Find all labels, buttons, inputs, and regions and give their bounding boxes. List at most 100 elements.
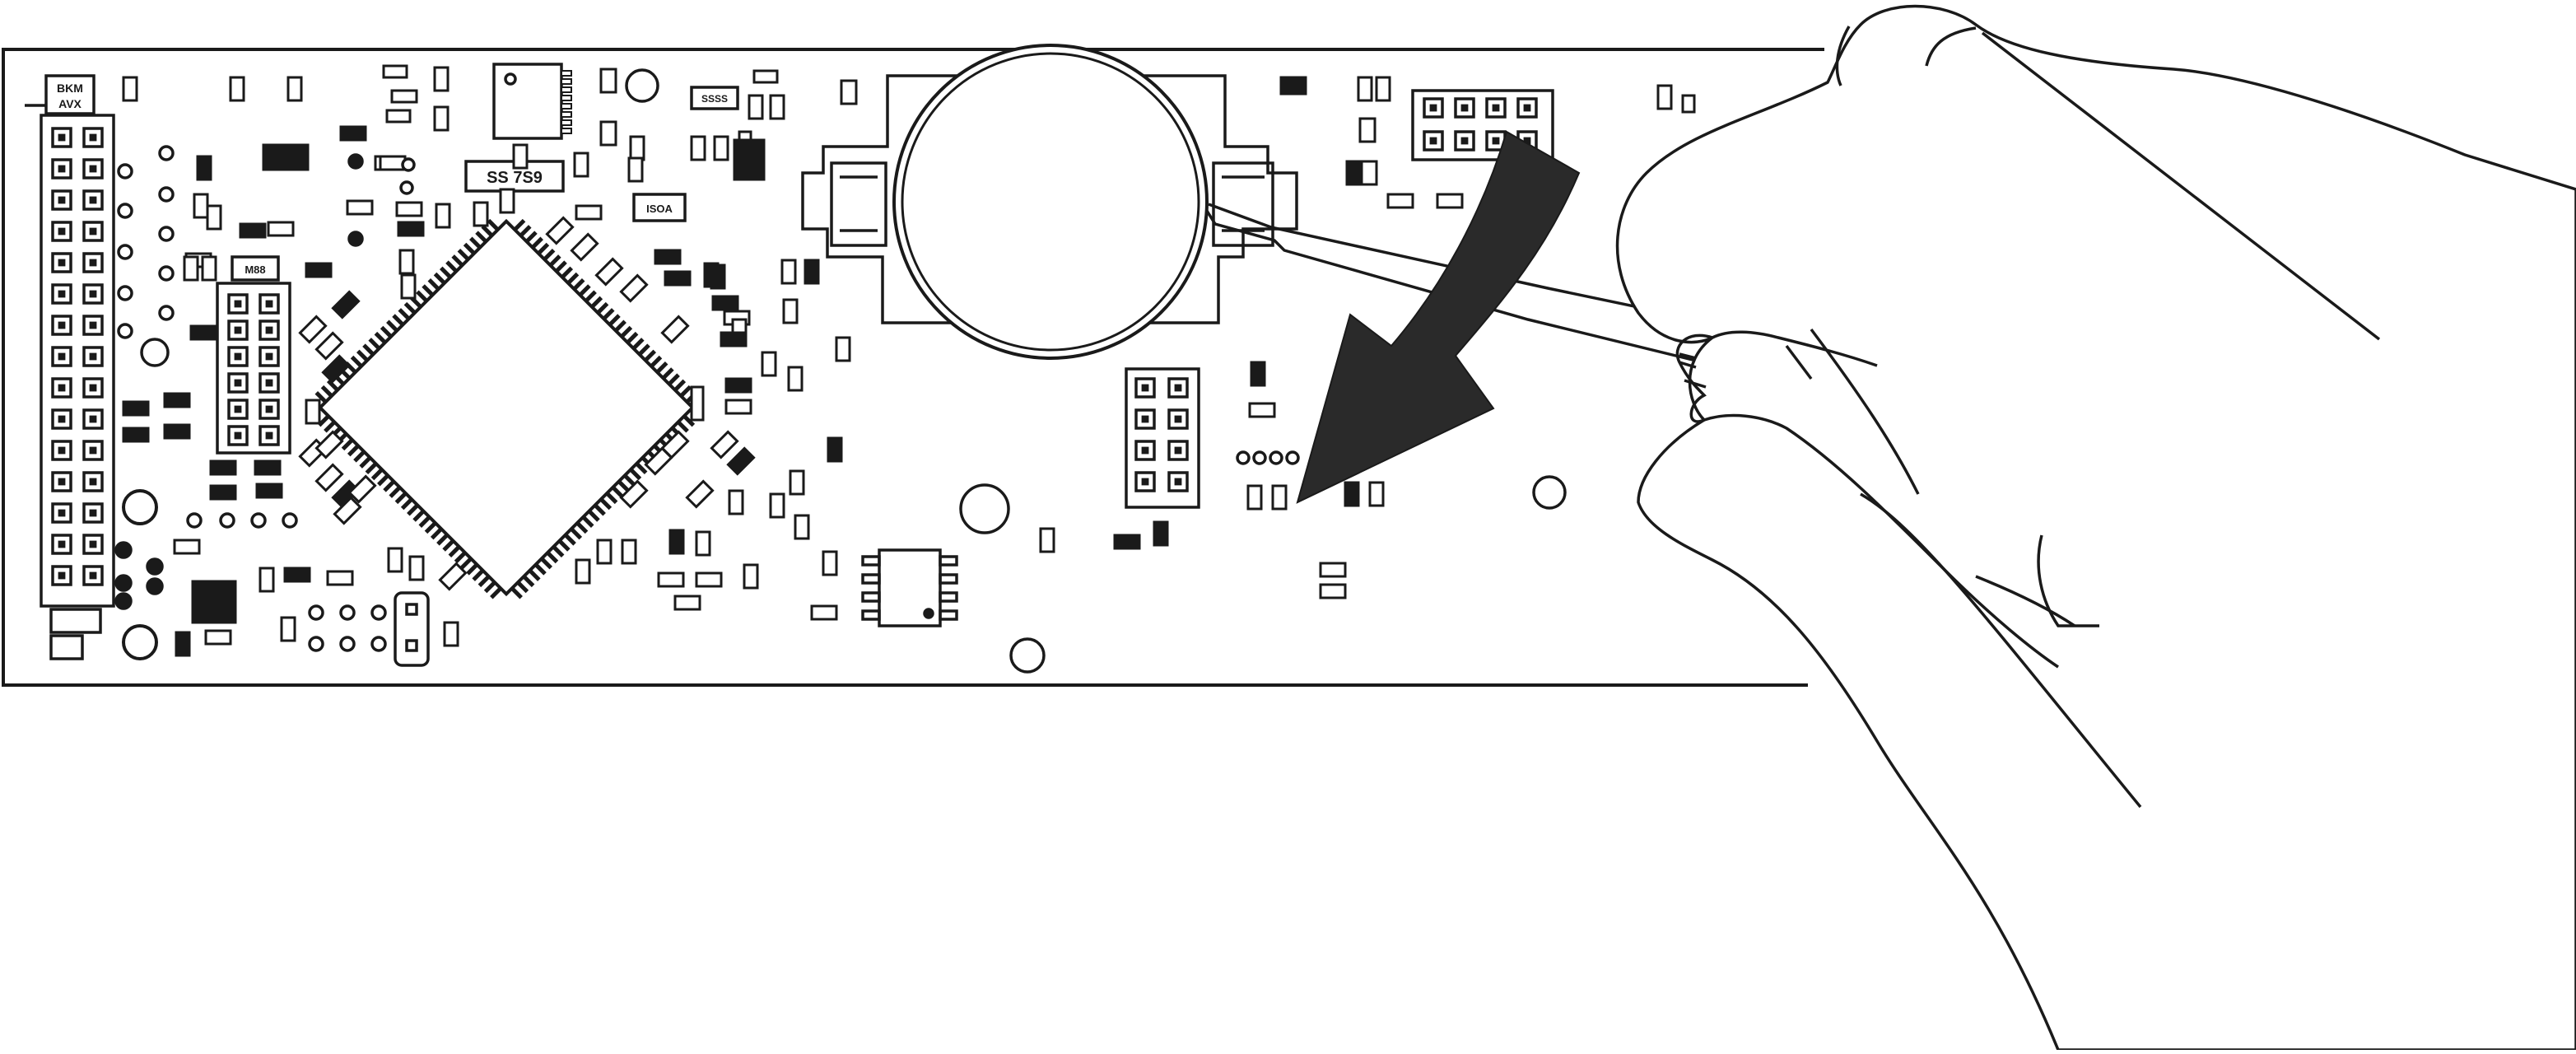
via-hole — [347, 231, 364, 247]
via-hole — [370, 604, 387, 621]
pin-center — [234, 352, 242, 361]
smd-part — [710, 264, 726, 290]
qfp-pin — [398, 308, 411, 320]
qfp-pin — [533, 562, 547, 576]
smd-part — [173, 539, 201, 555]
smd-part — [239, 222, 267, 239]
smd-part — [664, 270, 692, 287]
smd-part — [621, 539, 637, 565]
smd-part — [660, 315, 690, 344]
pin-center — [58, 196, 66, 204]
smd-part — [644, 446, 673, 476]
via-hole — [401, 157, 416, 172]
connector-label-bottom: AVX — [58, 97, 82, 110]
via-hole — [959, 483, 1010, 534]
qfp-pin — [631, 338, 645, 350]
smd-part — [1246, 484, 1263, 511]
smd-part — [443, 621, 459, 647]
smd-part — [599, 120, 617, 147]
smd-part — [314, 463, 344, 492]
smd-part — [789, 469, 805, 496]
qfp-pin — [454, 551, 467, 564]
via-hole — [339, 636, 356, 652]
qfp-pin — [353, 450, 366, 463]
via-hole — [158, 186, 175, 203]
smd-part — [321, 354, 351, 384]
qfp-pin — [320, 385, 333, 398]
smd-part — [267, 221, 295, 237]
smd-part — [804, 259, 820, 285]
smd-part — [209, 484, 237, 501]
pin-center — [58, 415, 66, 423]
qfp-pin — [475, 231, 488, 244]
qfp-pin — [587, 509, 600, 522]
smd-part — [189, 324, 217, 341]
qfp-pin — [617, 479, 630, 492]
pin-center — [89, 446, 97, 455]
smd-part — [326, 570, 354, 586]
qfp-pin — [383, 479, 396, 492]
smd-part — [711, 295, 739, 311]
smd-part — [743, 563, 759, 590]
smd-part — [305, 399, 321, 425]
qfp-pin — [513, 218, 526, 231]
smd-part — [596, 539, 613, 565]
qfp-pin — [394, 492, 408, 505]
smd-part — [726, 446, 756, 476]
pin-center — [58, 133, 66, 142]
pin-center — [234, 431, 242, 440]
pin-center — [265, 379, 273, 387]
smd-part — [183, 255, 199, 282]
smd-part — [1113, 534, 1141, 550]
coin-cell-battery — [892, 44, 1209, 360]
smd-part — [599, 68, 617, 94]
via-hole — [1252, 450, 1267, 465]
smd-part — [657, 571, 685, 588]
smd-part — [545, 216, 575, 245]
pin-center — [89, 290, 97, 298]
pin-center — [58, 478, 66, 486]
smd-part — [748, 94, 764, 120]
smd-part — [1358, 117, 1377, 143]
pin-center — [265, 405, 273, 413]
qfp-pin — [377, 473, 389, 487]
smd-part — [163, 423, 191, 440]
smd-part — [438, 562, 468, 591]
smd-part — [408, 555, 425, 581]
qfp-pin — [490, 586, 502, 599]
via-hole — [1285, 450, 1300, 465]
qfp-pin — [463, 242, 476, 255]
qfp-pin — [528, 569, 541, 581]
pin-center — [1174, 446, 1182, 455]
smd-part — [259, 567, 275, 593]
qfp-pin — [608, 314, 621, 327]
via-hole — [117, 285, 133, 301]
qfp-pin — [516, 581, 529, 594]
pin-center — [58, 540, 66, 548]
ic-pin — [561, 111, 572, 118]
qfp-pin — [359, 455, 372, 469]
qfp-pin — [599, 497, 613, 511]
smd-part — [193, 193, 209, 219]
smd-part — [619, 479, 649, 509]
via-hole — [114, 541, 133, 559]
smd-part — [685, 479, 715, 509]
pin-center — [1429, 137, 1437, 145]
smd-part — [752, 69, 779, 84]
via-hole — [158, 226, 175, 242]
qfp-pin — [570, 527, 583, 540]
smd-part — [1319, 562, 1347, 578]
pin-center — [1141, 415, 1149, 423]
pin-center — [89, 133, 97, 142]
qfp-pin — [629, 468, 642, 481]
pin-center — [89, 509, 97, 517]
smd-part — [1357, 76, 1373, 102]
pin-center — [58, 384, 66, 392]
qfp-pin — [548, 254, 561, 268]
qfp-pin — [407, 503, 419, 516]
qfp-pin — [531, 236, 543, 250]
qfp-pin — [578, 284, 591, 297]
qfp-pin — [451, 254, 464, 268]
via-hole — [308, 636, 324, 652]
